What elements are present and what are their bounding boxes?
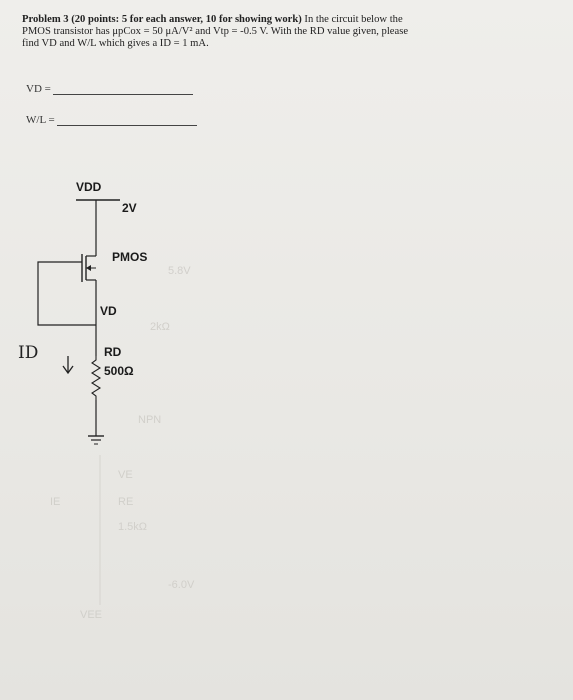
bleed-text-4: VE xyxy=(118,469,133,481)
vdd-value: 2V xyxy=(122,201,137,215)
handwritten-id-label: ID xyxy=(18,343,38,363)
problem-heading: Problem 3 (20 points: 5 for each answer,… xyxy=(22,14,302,25)
pmos-label: PMOS xyxy=(112,250,147,264)
bleed-through: 5.8V 2kΩ NPN VE RE 1.5kΩ -6.0V VEE IE xyxy=(50,265,195,621)
bleed-text-6: 1.5kΩ xyxy=(118,521,147,533)
problem-line-2: PMOS transistor has μpCox = 50 μA/V² and… xyxy=(22,26,409,37)
wl-answer-label: W/L = xyxy=(26,114,55,126)
rd-value: 500Ω xyxy=(104,364,134,378)
rd-label: RD xyxy=(104,345,122,359)
problem-line-3: find VD and W/L which gives a ID = 1 mA. xyxy=(22,38,209,49)
ground-icon xyxy=(88,435,104,445)
gate-drain-wire xyxy=(37,261,96,326)
bleed-text-8: VEE xyxy=(80,609,102,621)
bleed-text-7: -6.0V xyxy=(168,579,195,591)
vd-node-label: VD xyxy=(100,304,117,318)
bleed-text-1: 5.8V xyxy=(168,265,191,277)
bleed-text-3: NPN xyxy=(138,414,161,426)
problem-line-1: Problem 3 (20 points: 5 for each answer,… xyxy=(22,14,562,26)
problem-statement: Problem 3 (20 points: 5 for each answer,… xyxy=(22,14,562,50)
wl-answer: W/L = xyxy=(26,113,197,126)
vd-answer: VD = xyxy=(26,82,193,95)
bleed-text-5: RE xyxy=(118,496,133,508)
arrow-down-icon xyxy=(62,356,74,375)
pmos-transistor xyxy=(81,254,96,282)
vd-answer-blank[interactable] xyxy=(52,82,193,95)
vdd-label: VDD xyxy=(76,180,102,194)
bleed-text-9: IE xyxy=(50,496,60,508)
bleed-text-2: 2kΩ xyxy=(150,321,170,333)
vd-answer-label: VD = xyxy=(26,83,51,95)
resistor-rd xyxy=(90,356,102,400)
problem-line-1-rest: In the circuit below the xyxy=(301,14,403,25)
wl-answer-blank[interactable] xyxy=(56,113,197,126)
